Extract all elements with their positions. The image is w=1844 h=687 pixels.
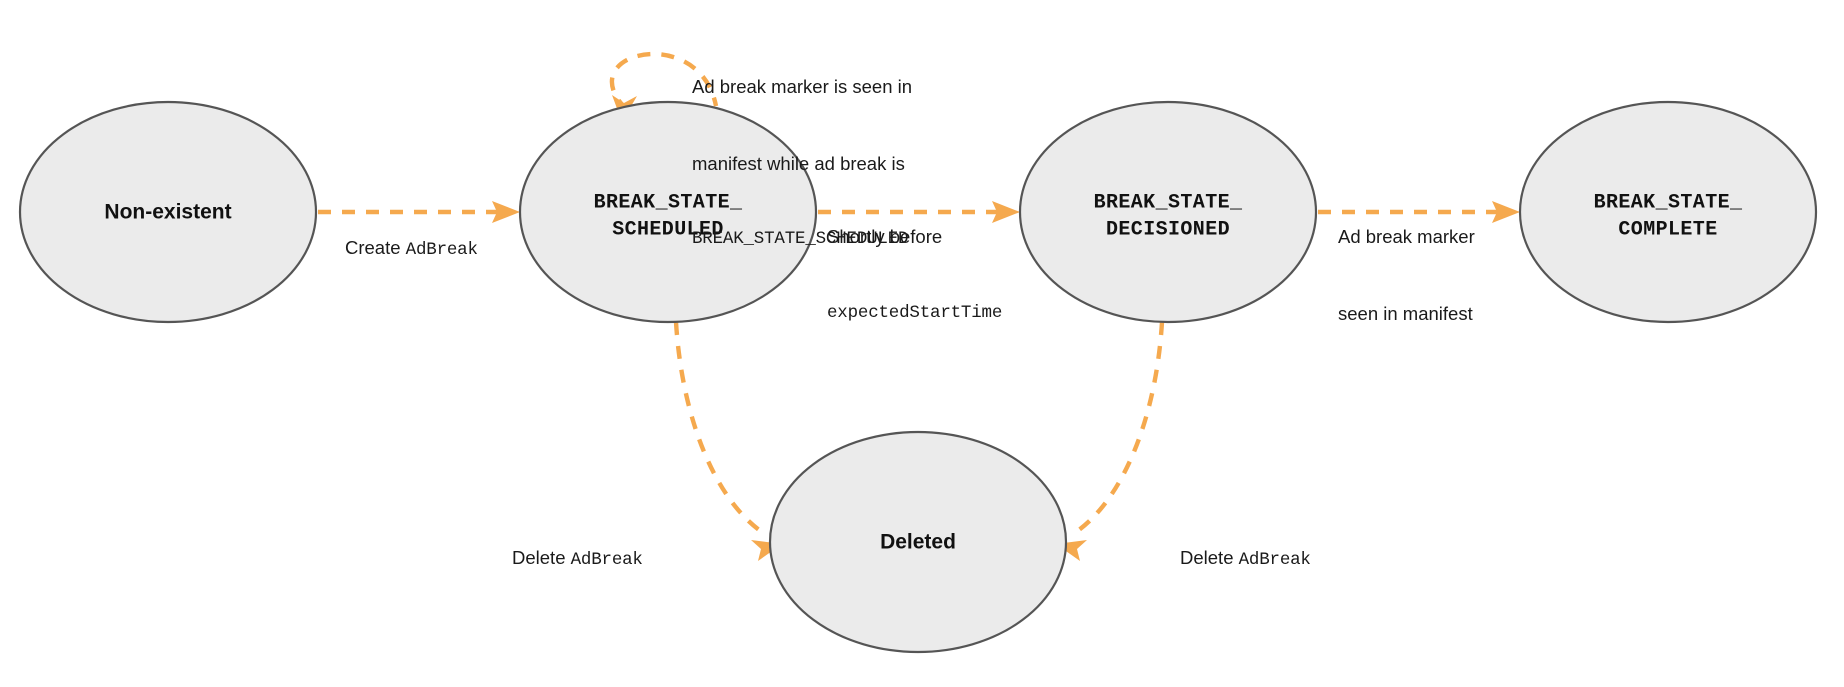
edge-label-marker-seen-manifest: Ad break marker seen in manifest [1338, 173, 1475, 377]
edge-label-create-adbreak: Create AdBreak [345, 184, 478, 313]
node-non-existent[interactable]: Non-existent [18, 100, 318, 324]
edge-label-self-loop-line3: BREAK_STATE_SCHEDULED [692, 229, 909, 250]
node-shape-break-state-complete [1518, 100, 1818, 324]
edge-label-self-loop-line2: manifest while ad break is [692, 152, 905, 174]
node-shape-non-existent [18, 100, 318, 324]
edge-label-delete-from-scheduled: Delete AdBreak [512, 494, 643, 623]
edge-label-shortly-before-line2: expectedStartTime [827, 302, 1003, 323]
node-label-break-state-complete-line1: BREAK_STATE_ [1594, 191, 1743, 214]
edge-label-delete-from-decisioned-text: Delete [1180, 547, 1239, 569]
node-break-state-scheduled[interactable]: BREAK_STATE_ SCHEDULED [518, 100, 818, 324]
edge-label-shortly-before: Shortly before expectedStartTime [827, 173, 1002, 376]
edge-delete-from-scheduled [673, 321, 782, 561]
node-label-break-state-decisioned-line2: DECISIONED [1106, 218, 1230, 241]
edge-label-shortly-before-line1: Shortly before [827, 226, 943, 248]
edge-path-delete-from-decisioned [1074, 321, 1165, 534]
node-label-break-state-scheduled-line1: BREAK_STATE_ [594, 191, 743, 214]
edge-label-marker-seen-manifest-line1: Ad break marker [1338, 226, 1475, 248]
edge-create-adbreak [318, 201, 520, 223]
edge-label-marker-seen-manifest-line2: seen in manifest [1338, 302, 1473, 324]
edge-label-delete-from-scheduled-mono: AdBreak [570, 550, 643, 571]
edge-marker-seen-manifest [1318, 201, 1520, 223]
edge-path-self-loop-scheduled [609, 51, 719, 112]
node-label-non-existent: Non-existent [104, 201, 231, 224]
edge-label-create-adbreak-text: Create [345, 237, 406, 259]
edge-label-delete-from-decisioned-mono: AdBreak [1238, 550, 1311, 571]
arrowhead-shortly-before [992, 201, 1020, 223]
node-deleted[interactable]: Deleted [768, 430, 1068, 654]
node-break-state-complete[interactable]: BREAK_STATE_ COMPLETE [1518, 100, 1818, 324]
node-label-break-state-decisioned-line1: BREAK_STATE_ [1094, 191, 1243, 214]
node-shape-deleted [768, 430, 1068, 654]
edge-label-self-loop-scheduled: Ad break marker is seen in manifest whil… [692, 23, 912, 302]
edge-label-create-adbreak-mono: AdBreak [405, 240, 478, 261]
node-shape-break-state-scheduled [518, 100, 818, 324]
edge-label-delete-from-scheduled-text: Delete [512, 547, 571, 569]
node-label-break-state-complete-line2: COMPLETE [1618, 218, 1717, 241]
edge-path-delete-from-scheduled [673, 321, 764, 534]
arrowhead-create-adbreak [492, 201, 520, 223]
node-shape-break-state-decisioned [1018, 100, 1318, 324]
edge-label-self-loop-line1: Ad break marker is seen in [692, 76, 913, 98]
edge-delete-from-decisioned [1056, 321, 1165, 561]
node-label-deleted: Deleted [880, 531, 956, 554]
edge-label-delete-from-decisioned: Delete AdBreak [1180, 494, 1311, 623]
edge-shortly-before [818, 201, 1020, 223]
arrowhead-marker-seen-manifest [1492, 201, 1520, 223]
node-break-state-decisioned[interactable]: BREAK_STATE_ DECISIONED [1018, 100, 1318, 324]
node-label-break-state-scheduled-line2: SCHEDULED [612, 218, 724, 241]
